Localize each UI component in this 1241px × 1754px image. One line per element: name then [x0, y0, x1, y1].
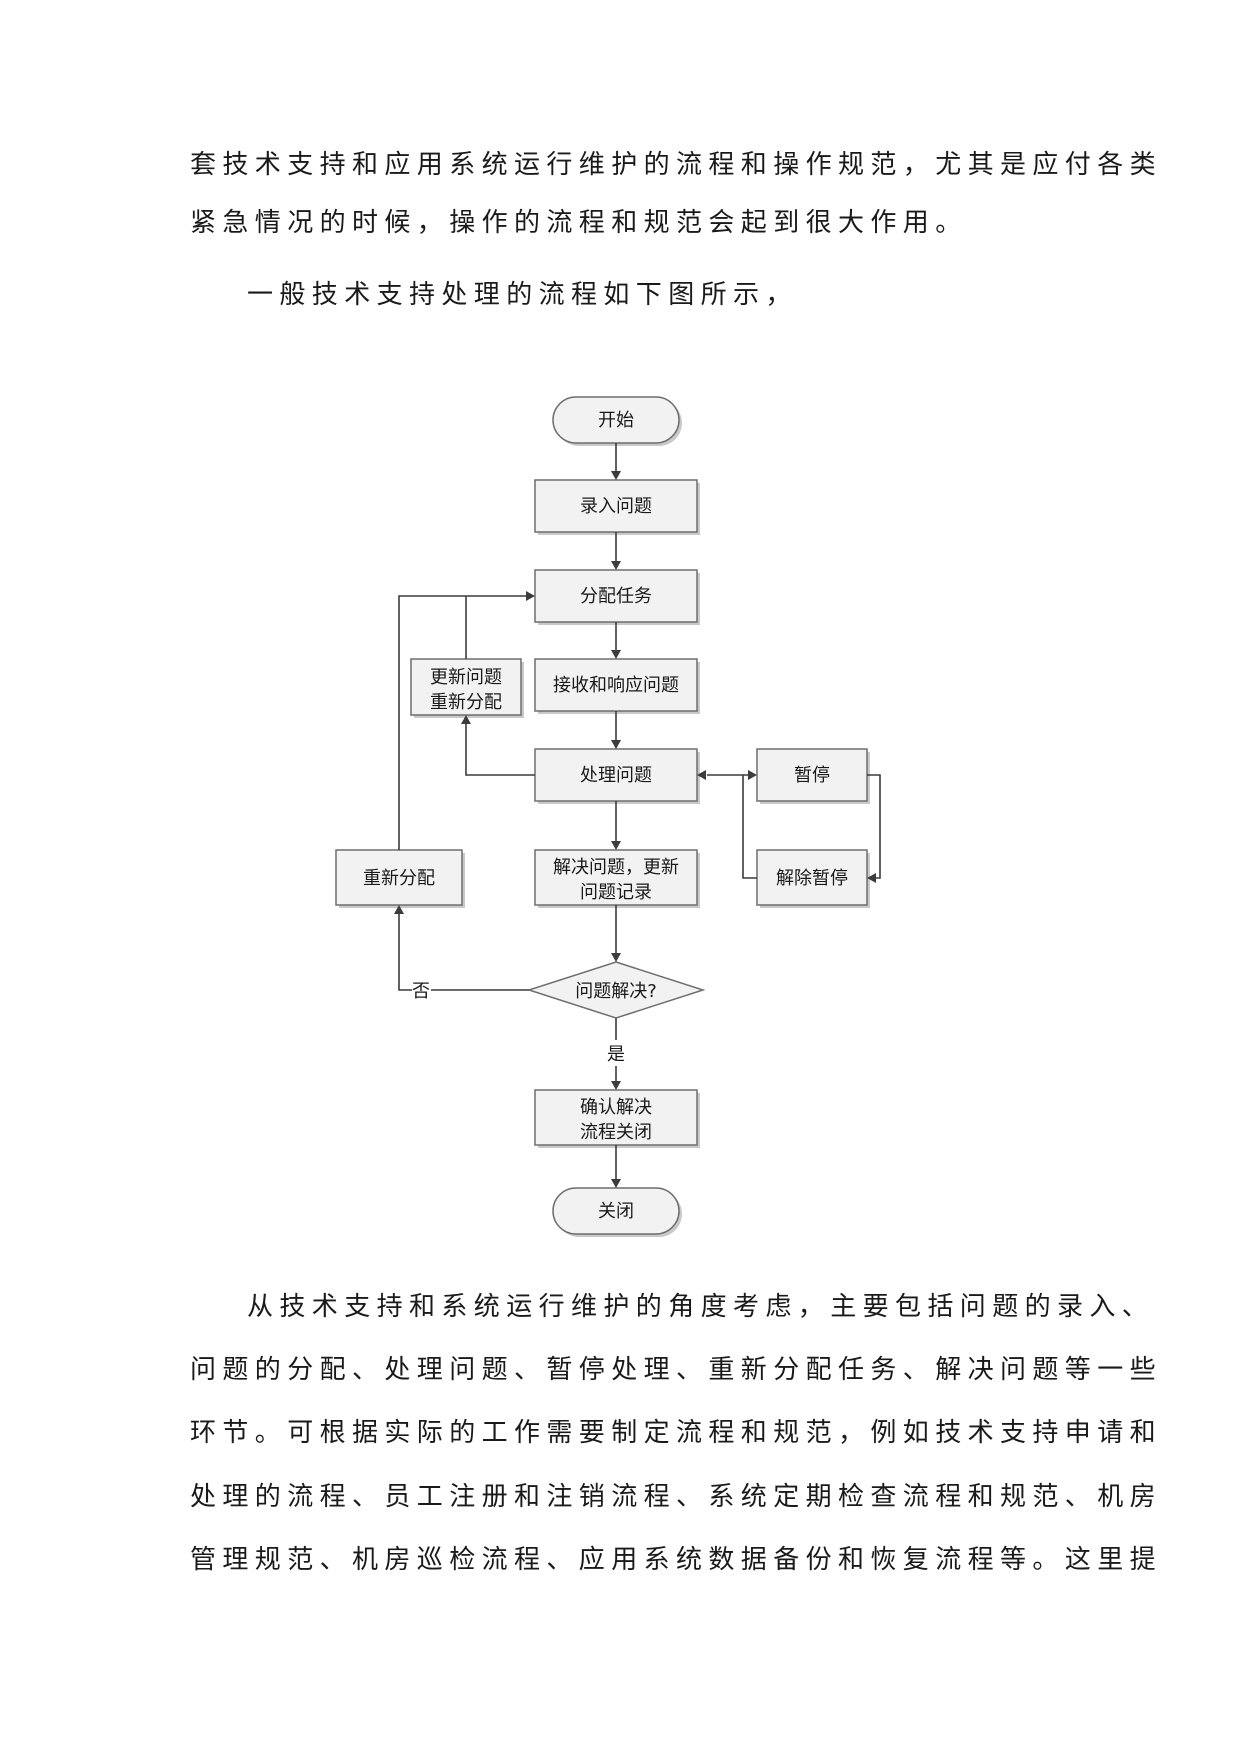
assign-task-label: 分配任务: [580, 586, 652, 607]
pause-box: 暂停: [756, 748, 870, 804]
assign-task-box: 分配任务: [534, 569, 700, 625]
process-problem-box: 处理问题: [534, 748, 700, 804]
update-reassign-label-line1: 更新问题: [430, 667, 502, 688]
paragraph-line: 紧急情况的时候，操作的流程和规范会起到很大作用。: [190, 208, 968, 238]
update-reassign-label-line2: 重新分配: [430, 692, 502, 713]
paragraph-line: 处理的流程、员工注册和注销流程、系统定期检查流程和规范、机房: [190, 1482, 1163, 1512]
resolve-update-label-line1: 解决问题，更新: [553, 857, 679, 878]
no-label: 否: [412, 981, 430, 1002]
paragraph-line: 套技术支持和应用系统运行维护的流程和操作规范，尤其是应付各类: [190, 150, 1163, 180]
paragraph-line: 一般技术支持处理的流程如下图所示，: [247, 280, 798, 310]
process-problem-label: 处理问题: [580, 765, 652, 786]
receive-respond-label: 接收和响应问题: [553, 675, 679, 696]
reassign-label: 重新分配: [363, 868, 435, 889]
unpause-box: 解除暂停: [756, 849, 870, 908]
update-reassign-box: 更新问题 重新分配: [410, 658, 524, 718]
enter-problem-box: 录入问题: [534, 479, 700, 535]
paragraph-line: 问题的分配、处理问题、暂停处理、重新分配任务、解决问题等一些: [190, 1355, 1163, 1385]
end-terminator: 关闭: [552, 1187, 682, 1237]
confirm-close-label-line1: 确认解决: [580, 1097, 652, 1118]
decision-label: 问题解决?: [575, 981, 657, 1002]
paragraph-line: 环节。可根据实际的工作需要制定流程和规范，例如技术支持申请和: [190, 1418, 1163, 1448]
reassign-box: 重新分配: [335, 849, 465, 908]
enter-problem-label: 录入问题: [580, 496, 652, 517]
decision-diamond: 问题解决?: [526, 961, 706, 1019]
end-label: 关闭: [598, 1201, 634, 1222]
flow-edges: 否 是: [394, 443, 881, 1188]
start-terminator: 开始: [552, 396, 682, 446]
pause-label: 暂停: [794, 765, 830, 786]
paragraph-line: 管理规范、机房巡检流程、应用系统数据备份和恢复流程等。这里提: [190, 1545, 1163, 1575]
yes-label: 是: [607, 1044, 625, 1065]
confirm-close-box: 确认解决 流程关闭: [534, 1089, 700, 1148]
unpause-label: 解除暂停: [776, 868, 848, 889]
resolve-update-label-line2: 问题记录: [580, 882, 652, 903]
resolve-update-box: 解决问题，更新 问题记录: [534, 849, 700, 908]
receive-respond-box: 接收和响应问题: [534, 658, 700, 714]
confirm-close-label-line2: 流程关闭: [580, 1122, 652, 1143]
paragraph-line: 从技术支持和系统运行维护的角度考虑，主要包括问题的录入、: [247, 1292, 1155, 1322]
start-label: 开始: [598, 410, 634, 431]
